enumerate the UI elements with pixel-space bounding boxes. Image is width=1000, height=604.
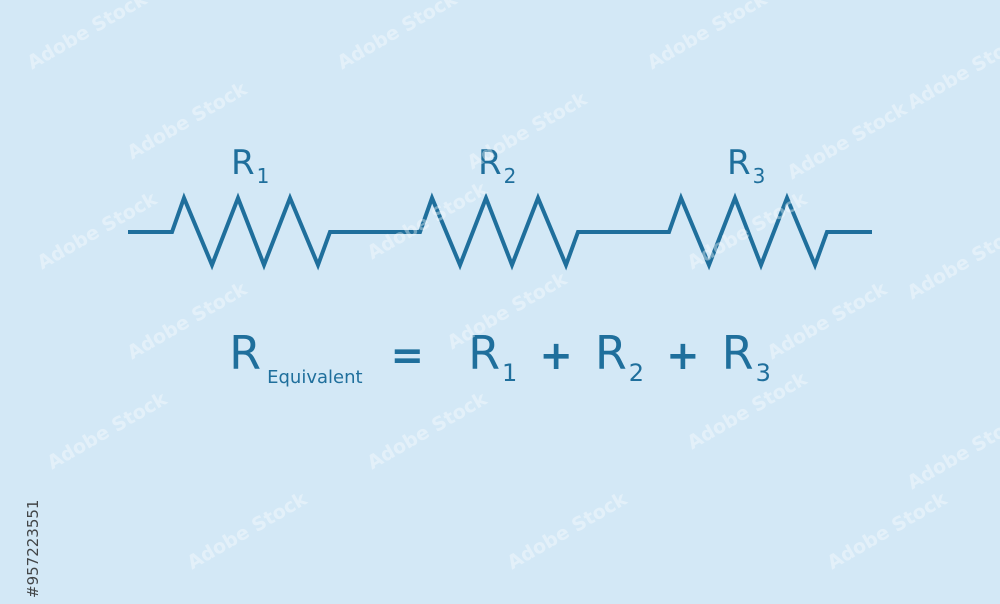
- formula-term-r2: R2: [594, 326, 645, 387]
- circuit-wire: [128, 192, 872, 271]
- formula-plus-1: +: [539, 333, 573, 379]
- formula-equals: =: [390, 333, 425, 379]
- formula-term-r1: R1: [468, 326, 518, 387]
- formula-plus-2: +: [666, 333, 700, 379]
- formula-term-r3: R3: [721, 326, 771, 387]
- stock-id-text: #957223551: [24, 499, 42, 598]
